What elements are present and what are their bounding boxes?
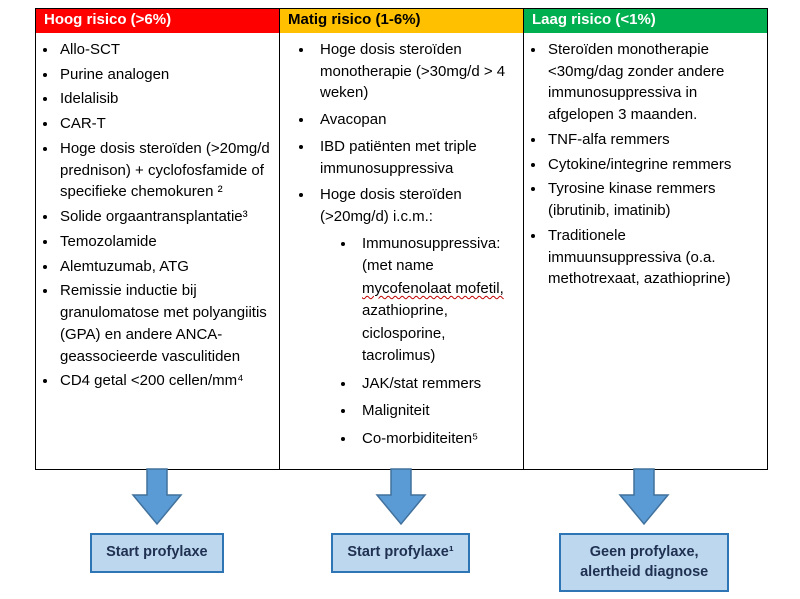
arrows-row xyxy=(35,468,766,526)
column-header: Laag risico (<1%) xyxy=(524,9,767,33)
sub-list-item: Maligniteit xyxy=(356,400,517,423)
column-body: Allo-SCT Purine analogenIdelalisibCAR-T Ho… xyxy=(36,32,279,469)
result-box-start-profylaxe-1: Start profylaxe¹ xyxy=(331,533,470,573)
spellcheck-underlined-text: mycofenolaat mofetil, xyxy=(362,279,504,297)
sub-list: Immunosuppressiva: (met name mycofenolaa… xyxy=(320,233,517,451)
down-arrow-icon xyxy=(131,468,183,526)
list-item: Steroïden monotherapie <30mg/dag zonder … xyxy=(546,39,761,126)
column-header: Matig risico (1-6%) xyxy=(280,9,523,33)
sub-list-item: Immunosuppressiva: (met name mycofenolaa… xyxy=(356,233,517,368)
list-item: Cytokine/integrine remmers xyxy=(546,154,761,176)
list-item: TNF-alfa remmers xyxy=(546,129,761,151)
list-item: Allo-SCT xyxy=(58,39,273,61)
risk-list: Steroïden monotherapie <30mg/dag zonder … xyxy=(526,39,761,290)
risk-column-matig: Matig risico (1-6%) Hoge dosis steroïden… xyxy=(279,9,523,469)
list-item: Remissie inductie bij granulomatose met … xyxy=(58,280,273,367)
column-header-label: Matig risico (1-6%) xyxy=(288,11,421,28)
box-cell: Start profylaxe¹ xyxy=(279,533,523,592)
box-cell: Geen profylaxe, alertheid diagnose xyxy=(522,533,766,593)
list-item: Hoge dosis steroïden monotherapie (>30mg… xyxy=(314,39,517,104)
list-item: CAR-T xyxy=(58,113,273,135)
column-header: Hoog risico (>6%) xyxy=(36,9,279,33)
down-arrow-icon xyxy=(374,468,427,526)
arrow-cell xyxy=(279,468,523,526)
risk-column-hoog: Hoog risico (>6%) Allo-SCT Purine analoge… xyxy=(36,9,279,469)
list-item: IBD patiënten met triple immunosuppressi… xyxy=(314,136,517,180)
column-header-label: Hoog risico (>6%) xyxy=(44,11,172,28)
list-item: Alemtuzumab, ATG xyxy=(58,256,273,278)
list-item: Tyrosine kinase remmers (ibrutinib, imat… xyxy=(546,178,761,222)
risk-list: Hoge dosis steroïden monotherapie (>30mg… xyxy=(282,39,517,451)
down-arrow-icon xyxy=(618,468,670,526)
risk-list: Allo-SCT Purine analogenIdelalisibCAR-T Ho… xyxy=(38,39,273,392)
list-item: Temozolamide xyxy=(58,231,273,253)
column-body: Steroïden monotherapie <30mg/dag zonder … xyxy=(524,32,767,469)
column-header-label: Laag risico (<1%) xyxy=(532,11,656,28)
list-item: CD4 getal <200 cellen/mm⁴ xyxy=(58,370,273,392)
risk-column-laag: Laag risico (<1%) Steroïden monotherapie… xyxy=(523,9,767,469)
list-item: Traditionele immuunsuppressiva (o.a. met… xyxy=(546,225,761,290)
result-boxes-row: Start profylaxe Start profylaxe¹ Geen pr… xyxy=(35,533,766,593)
result-box-geen-profylaxe: Geen profylaxe, alertheid diagnose xyxy=(559,533,730,593)
risk-table: Hoog risico (>6%) Allo-SCT Purine analoge… xyxy=(35,8,768,470)
list-item: Purine analogen xyxy=(58,64,273,86)
box-cell: Start profylaxe xyxy=(35,533,279,592)
list-item: Hoge dosis steroïden (>20mg/d prednison)… xyxy=(58,138,273,203)
result-box-start-profylaxe: Start profylaxe xyxy=(90,533,224,573)
arrow-cell xyxy=(35,468,279,526)
list-item: Hoge dosis steroïden (>20mg/d) i.c.m.:Im… xyxy=(314,184,517,450)
arrow-cell xyxy=(522,468,766,526)
sub-list-item: JAK/stat remmers xyxy=(356,373,517,396)
list-item: Idelalisib xyxy=(58,88,273,110)
list-item: Avacopan xyxy=(314,109,517,131)
column-body: Hoge dosis steroïden monotherapie (>30mg… xyxy=(280,32,523,469)
sub-list-item: Co-morbiditeiten⁵ xyxy=(356,428,517,451)
list-item: Solide orgaantransplantatie³ xyxy=(58,206,273,228)
